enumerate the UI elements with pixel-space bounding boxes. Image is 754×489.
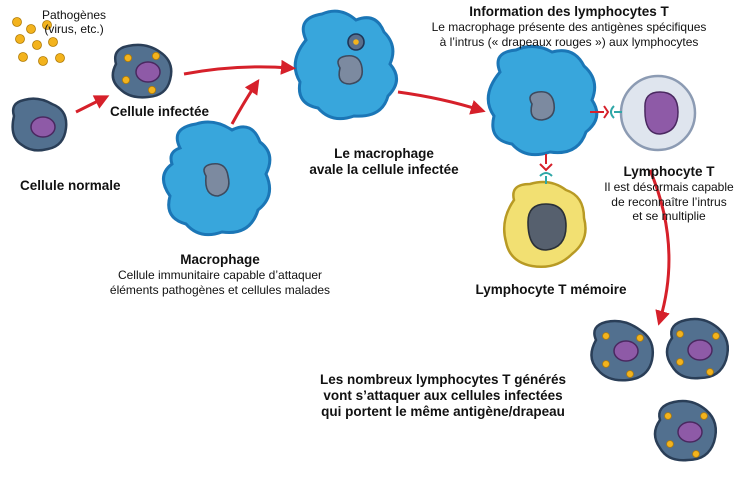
attack-label-line2: vont s’attaquer aux cellules infectées [323, 388, 563, 404]
engulfing-macrophage-illustration [293, 9, 398, 121]
lymphocyte-t-illustration [619, 74, 697, 152]
pathogens-label-line2: (virus, etc.) [44, 22, 104, 37]
attack-label: Les nombreux lymphocytes T générés vont … [290, 372, 596, 421]
engulf-label-line2: avale la cellule infectée [309, 162, 459, 178]
info-title: Information des lymphocytes T [469, 4, 669, 19]
lymphocyte-desc-line3: et se multiplie [632, 208, 706, 223]
normal-cell-label: Cellule normale [20, 178, 121, 193]
lymphocyte-desc-line1: Il est désormais capable [604, 180, 734, 195]
antigen-receptor-links [539, 105, 622, 184]
infected-cell-label: Cellule infectée [110, 104, 210, 119]
info-label: Information des lymphocytes T Le macroph… [404, 4, 734, 49]
infected-cell-illustration [111, 43, 173, 99]
macrophage-desc-line2: éléments pathogènes et cellules malades [109, 282, 331, 297]
lymphocyte-title: Lymphocyte T [623, 164, 715, 179]
normal-cell-illustration [11, 97, 68, 152]
process-arrows [75, 59, 671, 326]
arrow-engulf-to-presenting [397, 90, 486, 115]
infected-cells-illustration [590, 317, 729, 462]
lymphocyte-desc-line2: de reconnaître l’intrus [611, 194, 727, 209]
macrophage-title: Macrophage [180, 252, 260, 267]
info-desc-line1: Le macrophage présente des antigènes spé… [431, 20, 707, 35]
arrow-lymphocyte-to-cells [648, 169, 671, 326]
lymphocyte-label: Lymphocyte T Il est désormais capable de… [594, 164, 744, 223]
engulf-label-line1: Le macrophage [334, 146, 434, 161]
info-desc-line2: à l’intrus (« drapeaux rouges ») aux lym… [439, 34, 699, 49]
attack-label-line3: qui portent le même antigène/drapeau [321, 404, 565, 420]
arrow-normal-to-infected [75, 95, 110, 114]
engulf-label: Le macrophage avale la cellule infectée [284, 146, 484, 178]
attack-label-line1: Les nombreux lymphocytes T générés [319, 372, 567, 387]
pathogens-label: Pathogènes (virus, etc.) [42, 8, 106, 37]
macrophage-desc-line1: Cellule immunitaire capable d’attaquer [117, 268, 323, 283]
arrow-macrophage-to-engulf [230, 79, 260, 125]
memory-lymphocyte-illustration [503, 180, 587, 268]
presenting-macrophage-illustration [486, 45, 599, 157]
macrophage-illustration [162, 120, 272, 237]
memory-lymphocyte-label: Lymphocyte T mémoire [475, 282, 627, 297]
macrophage-label: Macrophage Cellule immunitaire capable d… [70, 252, 370, 297]
pathogen-particles [12, 17, 65, 66]
arrow-infected-to-macrophage [183, 59, 296, 76]
pathogens-label-line1: Pathogènes [42, 8, 107, 22]
